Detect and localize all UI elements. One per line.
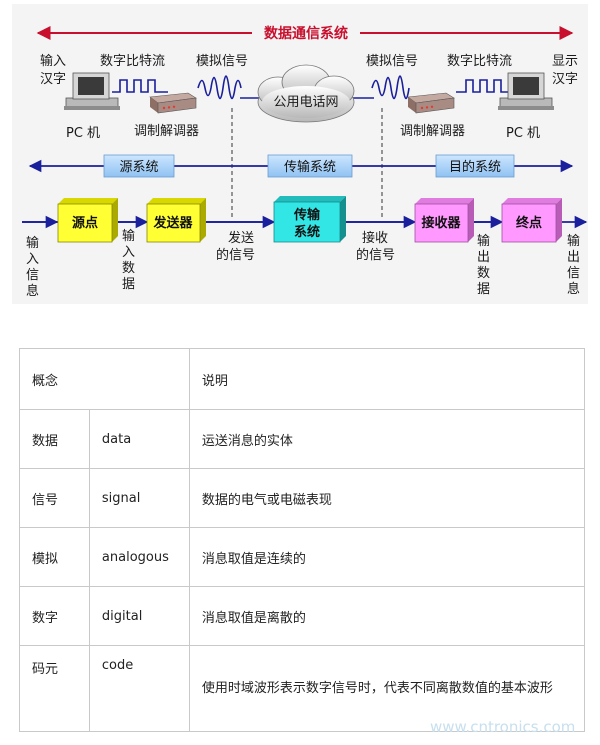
square-wave-left-icon [112,79,168,93]
table-row: 信号 signal 数据的电气或电磁表现 [19,468,586,528]
square-wave-right-icon [456,79,512,93]
concept-table: 概念 说明 数据 data 运送消息的实体 信号 signal 数据的电气或电磁… [19,348,586,732]
label-output-data-1: 输 [477,233,490,249]
diagram-title: 数据通信系统 [264,25,348,42]
row-description: 运送消息的实体 [188,409,586,469]
block-receiver-label: 接收器 [421,215,461,231]
table-row: 数字 digital 消息取值是离散的 [19,586,586,646]
label-input-info-3: 信 [26,268,39,283]
block-transmitter-label: 发送器 [152,215,193,231]
label-output-info-4: 息 [567,281,580,297]
label-modem-left: 调制解调器 [134,124,199,139]
label-output-info-3: 信 [567,266,580,281]
block-transmission [273,196,346,243]
label-sent-signal-1: 发送 [228,230,254,246]
row-english: analogous [88,527,190,587]
label-input-data-3: 数 [122,261,135,276]
cloud-icon [257,64,355,123]
label-input-chinese-1: 输入 [40,53,66,69]
subsystem-destination-box [435,154,515,178]
modem-left-icon [149,92,197,114]
block-destination-point-label: 终点 [516,215,542,231]
table-header-concept: 概念 [19,348,190,410]
label-analog-signal-left: 模拟信号 [196,54,248,69]
block-receiver [414,198,474,243]
label-sent-signal-2: 的信号 [216,247,255,263]
label-output-data-4: 据 [477,282,490,297]
table-header-row: 概念 说明 [19,348,586,410]
label-input-chinese-2: 汉字 [40,72,66,87]
row-term: 模拟 [19,527,90,587]
pc-left-icon [64,72,120,110]
subsystem-transmission-label: 传输系统 [284,159,336,175]
label-output-info-2: 出 [567,250,580,265]
watermark: www.cntronics.com [430,718,576,736]
row-term: 信号 [19,468,90,528]
row-english: code [88,645,190,732]
subsystem-source-label: 源系统 [119,160,158,175]
label-display-chinese-1: 显示 [552,54,578,69]
label-input-data-2: 入 [122,245,135,260]
label-output-data-2: 出 [477,250,490,265]
label-analog-signal-right: 模拟信号 [366,54,418,69]
table-row: 数据 data 运送消息的实体 [19,409,586,469]
row-english: signal [88,468,190,528]
row-term: 码元 [19,645,90,732]
row-description: 消息取值是离散的 [188,586,586,646]
modem-right-icon [407,92,455,114]
label-display-chinese-2: 汉字 [552,72,578,87]
label-input-data-4: 据 [122,277,135,292]
diagram-background [12,4,588,304]
label-pc-right: PC 机 [506,126,540,141]
label-input-info-2: 入 [26,252,39,267]
row-english: digital [88,586,190,646]
label-received-signal-2: 的信号 [356,247,395,263]
label-digital-stream-left: 数字比特流 [100,54,165,69]
row-description: 使用时域波形表示数字信号时，代表不同离散数值的基本波形 [188,645,586,732]
row-description: 消息取值是连续的 [188,527,586,587]
pc-right-icon [498,72,554,110]
row-english: data [88,409,190,469]
analog-wave-left-icon [197,75,242,100]
table-row: 模拟 analogous 消息取值是连续的 [19,527,586,587]
label-pc-left: PC 机 [66,126,100,141]
block-source-point-label: 源点 [72,215,98,231]
subsystem-source-box [103,154,175,178]
label-output-info-1: 输 [567,233,580,249]
label-cloud: 公用电话网 [273,95,338,110]
row-term: 数据 [19,409,90,469]
label-input-info-1: 输 [26,235,39,251]
subsystem-destination-label: 目的系统 [449,159,501,175]
label-input-info-4: 息 [26,283,39,299]
block-destination-point [501,198,562,243]
label-modem-right: 调制解调器 [400,124,465,139]
row-term: 数字 [19,586,90,646]
subsystem-transmission-box [267,154,353,178]
block-transmission-label-2: 系统 [294,224,320,240]
analog-wave-right-icon [371,75,410,100]
label-output-data-3: 数 [477,266,490,281]
block-source-point [57,198,118,243]
label-input-data-1: 输 [122,228,135,244]
table-header-description: 说明 [188,348,586,410]
block-transmission-label-1: 传输 [293,207,321,223]
label-digital-stream-right: 数字比特流 [447,54,512,69]
data-communication-diagram: 数据通信系统 输入 汉字 数字比特流 模拟信号 模拟信号 数字比特流 显示 汉字… [12,4,588,304]
table-row: 码元 code 使用时域波形表示数字信号时，代表不同离散数值的基本波形 [19,645,586,732]
row-description: 数据的电气或电磁表现 [188,468,586,528]
block-transmitter [146,198,206,243]
label-received-signal-1: 接收 [362,230,388,246]
title-backdrop [252,22,360,44]
